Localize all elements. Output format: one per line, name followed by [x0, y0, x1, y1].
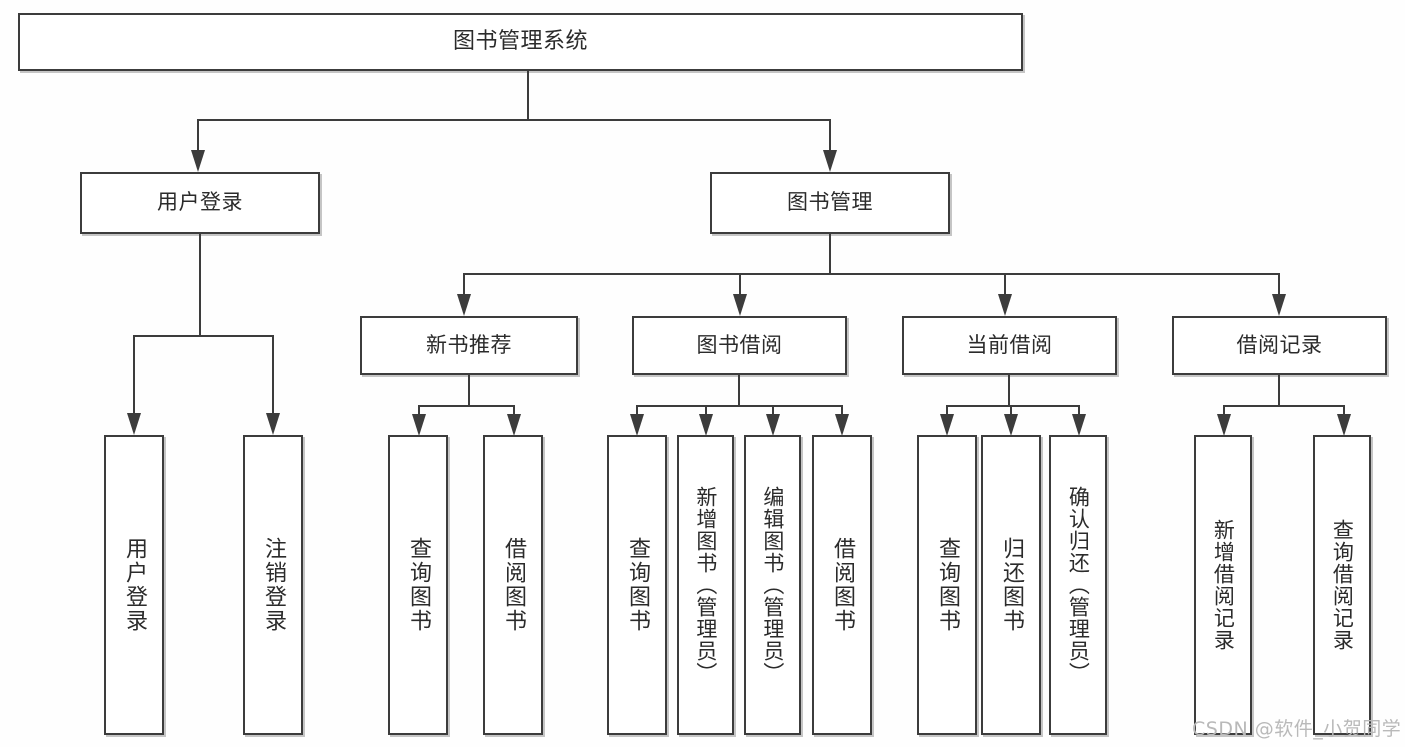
- arrowhead-user-login: [191, 150, 205, 172]
- node-borrow-record[interactable]: 借阅记录: [1172, 316, 1387, 375]
- node-root-system[interactable]: 图书管理系统: [18, 13, 1023, 71]
- connector-book-manage-drop-2: [739, 273, 741, 296]
- arrowhead-new-book-rec-2: [507, 414, 521, 436]
- arrowhead-current-borrow-2: [1004, 414, 1018, 436]
- leaf-current-borrow-query[interactable]: 查询图书: [917, 435, 977, 735]
- connector-borrow-record-stem: [1278, 375, 1280, 405]
- arrowhead-book-borrow: [733, 294, 747, 316]
- connector-borrow-record-drop-1: [1223, 405, 1225, 416]
- node-user-login[interactable]: 用户登录: [80, 172, 320, 234]
- arrowhead-current-borrow-3: [1072, 414, 1086, 436]
- node-current-borrow[interactable]: 当前借阅: [902, 316, 1117, 375]
- node-label: 查询图书: [934, 537, 960, 633]
- node-label: 用户登录: [157, 190, 243, 215]
- node-label: 新增借阅记录: [1211, 519, 1236, 651]
- connector-root-stem: [527, 71, 529, 119]
- arrowhead-borrow-record-1: [1217, 414, 1231, 436]
- node-label: 新增图书（管理员）: [693, 486, 718, 684]
- connector-book-manage-stem: [829, 234, 831, 273]
- connector-current-borrow-bus: [946, 405, 1078, 407]
- leaf-book-borrow-query[interactable]: 查询图书: [607, 435, 667, 735]
- arrowhead-book-borrow-3: [766, 414, 780, 436]
- connector-borrow-record-drop-2: [1343, 405, 1345, 416]
- arrowhead-user-login-2: [266, 413, 280, 435]
- leaf-book-borrow-edit[interactable]: 编辑图书（管理员）: [744, 435, 801, 735]
- arrowhead-new-book-rec: [457, 294, 471, 316]
- watermark-csdn: CSDN @软件_小贺同学: [1192, 718, 1402, 740]
- arrowhead-current-borrow: [998, 294, 1012, 316]
- arrowhead-book-borrow-2: [699, 414, 713, 436]
- node-label: 图书借阅: [696, 332, 783, 357]
- connector-user-login-bus: [133, 335, 273, 337]
- connector-book-borrow-drop-4: [841, 405, 843, 416]
- connector-book-manage-drop-1: [463, 273, 465, 296]
- leaf-user-login-logout[interactable]: 注销登录: [243, 435, 303, 735]
- node-label: 借阅图书: [500, 537, 526, 633]
- arrowhead-user-login-1: [127, 413, 141, 435]
- leaf-new-book-rec-query[interactable]: 查询图书: [388, 435, 448, 735]
- leaf-current-borrow-confirm[interactable]: 确认归还（管理员）: [1049, 435, 1107, 735]
- node-label: 当前借阅: [966, 332, 1053, 357]
- arrowhead-current-borrow-1: [940, 414, 954, 436]
- node-label: 查询借阅记录: [1330, 519, 1355, 651]
- node-label: 查询图书: [405, 537, 431, 633]
- arrowhead-borrow-record: [1272, 294, 1286, 316]
- connector-new-book-rec-drop-1: [418, 405, 420, 416]
- connector-current-borrow-drop-2: [1010, 405, 1012, 416]
- arrowhead-book-borrow-1: [630, 414, 644, 436]
- node-label: 新书推荐: [426, 332, 512, 357]
- connector-user-login-drop-1: [133, 335, 135, 415]
- arrowhead-book-manage: [823, 150, 837, 172]
- connector-book-borrow-bus: [636, 405, 841, 407]
- connector-root-drop-right: [829, 119, 831, 152]
- leaf-user-login-login[interactable]: 用户登录: [104, 435, 164, 735]
- node-label: 图书管理: [787, 190, 873, 215]
- connector-book-borrow-drop-2: [705, 405, 707, 416]
- arrowhead-book-borrow-4: [835, 414, 849, 436]
- connector-user-login-drop-2: [272, 335, 274, 415]
- connector-book-borrow-drop-3: [772, 405, 774, 416]
- node-label: 确认归还（管理员）: [1066, 486, 1091, 684]
- arrowhead-new-book-rec-1: [412, 414, 426, 436]
- node-book-borrow[interactable]: 图书借阅: [632, 316, 847, 375]
- connector-new-book-rec-drop-2: [513, 405, 515, 416]
- node-book-manage[interactable]: 图书管理: [710, 172, 950, 234]
- leaf-borrow-record-add[interactable]: 新增借阅记录: [1194, 435, 1252, 735]
- connector-new-book-rec-bus: [418, 405, 514, 407]
- connector-book-borrow-stem: [738, 375, 740, 405]
- connector-book-manage-drop-4: [1278, 273, 1280, 296]
- node-label: 借阅图书: [829, 537, 855, 633]
- leaf-current-borrow-return[interactable]: 归还图书: [981, 435, 1041, 735]
- node-label: 编辑图书（管理员）: [760, 486, 785, 684]
- leaf-book-borrow-borrow[interactable]: 借阅图书: [812, 435, 872, 735]
- connector-borrow-record-bus: [1223, 405, 1343, 407]
- leaf-book-borrow-add[interactable]: 新增图书（管理员）: [677, 435, 734, 735]
- connector-book-borrow-drop-1: [636, 405, 638, 416]
- node-label: 归还图书: [998, 537, 1024, 633]
- node-label: 借阅记录: [1236, 332, 1323, 357]
- connector-current-borrow-drop-3: [1078, 405, 1080, 416]
- node-label: 图书管理系统: [452, 28, 588, 54]
- node-label: 查询图书: [624, 537, 650, 633]
- leaf-new-book-rec-borrow[interactable]: 借阅图书: [483, 435, 543, 735]
- connector-book-manage-bus: [463, 273, 1278, 275]
- node-new-book-rec[interactable]: 新书推荐: [360, 316, 578, 375]
- connector-user-login-stem: [199, 234, 201, 335]
- connector-current-borrow-stem: [1008, 375, 1010, 405]
- connector-book-manage-drop-3: [1004, 273, 1006, 296]
- arrowhead-borrow-record-2: [1337, 414, 1351, 436]
- leaf-borrow-record-query[interactable]: 查询借阅记录: [1313, 435, 1371, 735]
- connector-root-bus: [197, 119, 829, 121]
- connector-root-drop-left: [197, 119, 199, 152]
- connector-current-borrow-drop-1: [946, 405, 948, 416]
- connector-new-book-rec-stem: [468, 375, 470, 405]
- node-label: 用户登录: [121, 537, 147, 633]
- node-label: 注销登录: [260, 537, 286, 633]
